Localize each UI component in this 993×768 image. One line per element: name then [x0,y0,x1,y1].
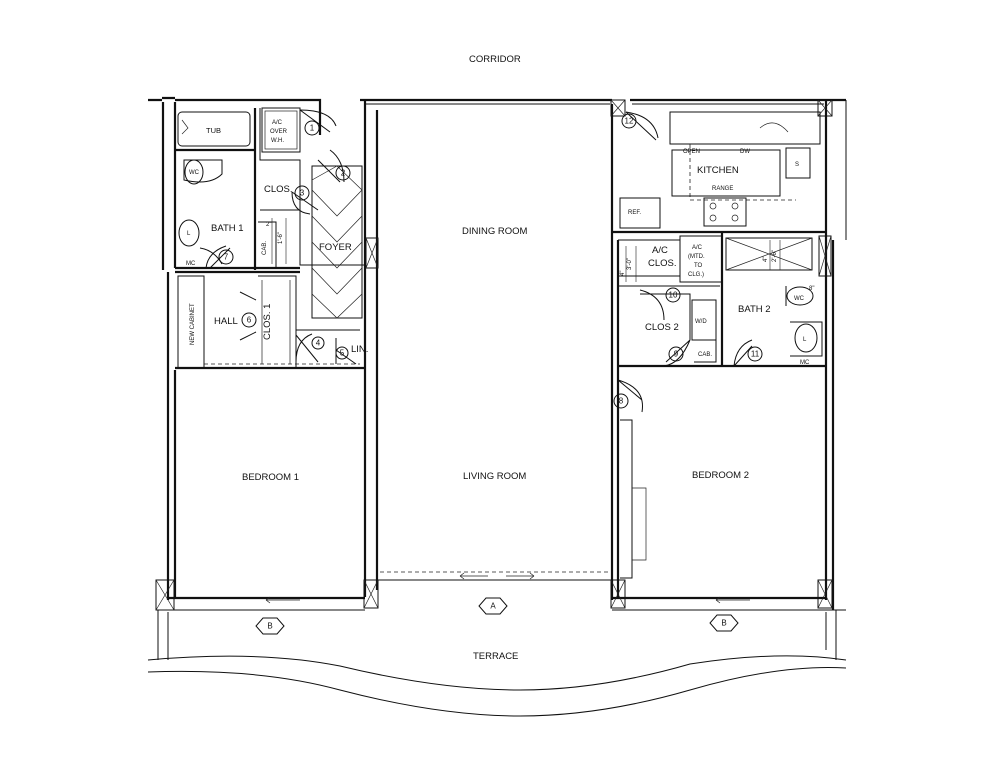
kitchen-label: KITCHEN [697,165,739,176]
bedroom-1-label: BEDROOM 1 [242,472,299,483]
lav-label-bath-2: L [803,337,807,343]
window-marker-a: A [490,602,496,611]
dim-2in: 2" [266,222,271,228]
door-markers [218,113,763,409]
clos-label: CLOS. [264,184,293,195]
slider-arrows [265,572,750,604]
door-marker-7: 7 [224,253,229,262]
range-label: RANGE [712,186,733,192]
lin-label: LIN. [351,344,368,355]
door-marker-10: 10 [669,291,678,300]
wc-label-bath-2: WC [794,296,805,302]
exterior-walls [148,96,847,611]
foyer-label: FOYER [319,242,352,253]
cab-label-bath-1: CAB. [262,241,268,255]
dim-3ft0: 3'-0" [627,258,633,270]
dining-room-label: DINING ROOM [462,226,528,237]
bath-2-label: BATH 2 [738,304,771,315]
door-marker-3: 3 [300,189,305,198]
wc-label-bath-1: WC [189,170,200,176]
mc-label-bath-2: MC [800,360,810,366]
door-marker-8: 8 [619,397,624,406]
door-marker-1: 1 [310,124,315,133]
terrace-label: TERRACE [473,651,518,662]
ac-mtd-label-line4: CLG.) [688,272,704,278]
bath-1-label: BATH 1 [211,223,244,234]
new-cabinet-label: NEW CABINET [190,303,196,345]
bedroom-2-label: BEDROOM 2 [692,470,749,481]
window-marker-b-left: B [267,622,272,631]
ac-mtd-label-line2: (MTD. [688,254,705,260]
door-marker-12: 12 [625,117,634,126]
window-marker-b-right: B [721,619,726,628]
dim-8in: 8" [809,286,814,292]
dim-1ft6: 1'-6" [278,232,284,244]
lav-label-bath-1: L [187,231,191,237]
door-marker-9: 9 [674,350,679,359]
sink-label: S [795,162,799,168]
corridor-label: CORRIDOR [469,54,521,65]
ac-mtd-label-line3: TO [694,263,703,269]
ac-wh-label-line3: W.H. [271,138,284,144]
room-labels: CORRIDOR TERRACE DINING ROOM LIVING ROOM… [211,54,771,662]
ac-clos-label-line2: CLOS. [648,258,677,269]
ac-wh-label-line1: A/C [272,120,283,126]
door-marker-11: 11 [751,350,760,359]
door-marker-4: 4 [316,339,321,348]
right-wing-walls [612,111,826,579]
structural-columns [155,99,833,611]
mc-label-bath-1: MC [186,261,196,267]
fixture-labels: TUB WC L MC NEW CABINET CAB. A/C OVER W.… [186,120,810,366]
wd-label: W/D [695,319,707,325]
clos-2-label: CLOS 2 [645,322,679,333]
left-wing-doors [205,109,357,365]
dim-4in-left: 4" [620,271,626,276]
dim-2ft6: 2'-6" [772,250,778,262]
dw-label: DW [740,149,750,155]
door-marker-6: 6 [247,316,252,325]
hall-label: HALL [214,316,238,327]
left-wing-walls [175,107,365,370]
ac-wh-label-line2: OVER [270,129,288,135]
terrace-outline [147,610,847,717]
ac-clos-label-line1: A/C [652,245,668,256]
ref-label: REF. [628,210,641,216]
right-wing-doors [617,111,753,413]
clos-1-label: CLOS. 1 [262,304,273,340]
window-markers: A B B [255,597,739,635]
open-label: OPEN [683,149,700,155]
dimension-notes: 2" 1'-6" 3'-0" 4" 2'-6" 4" 8" [266,222,814,292]
cab-label-clos-2: CAB. [698,352,712,358]
living-room-label: LIVING ROOM [463,471,526,482]
door-marker-2: 2 [341,169,346,178]
door-marker-5: 5 [340,349,345,358]
ac-mtd-label-line1: A/C [692,245,703,251]
dim-4in-right: 4" [763,257,769,262]
dimension-ticks [271,218,781,282]
tub-label: TUB [206,126,221,135]
door-marker-labels: 1 2 3 4 5 6 7 8 9 10 11 12 [224,117,760,406]
